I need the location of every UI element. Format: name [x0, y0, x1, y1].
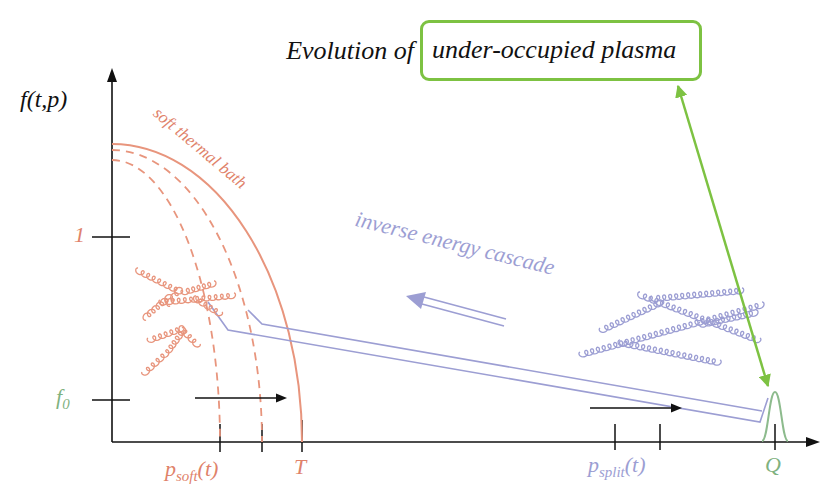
- shift-arrow: [590, 407, 673, 409]
- shift-arrow: [195, 397, 278, 399]
- cascade-arrow: [422, 304, 504, 326]
- initial-peak: [762, 392, 788, 441]
- cascade-line: [208, 302, 768, 422]
- title-text: Evolution of: [286, 36, 414, 65]
- highlight-text: under-occupied plasma: [432, 35, 677, 65]
- tick: [774, 424, 776, 450]
- arrowhead: [406, 292, 426, 309]
- tick-label: f0: [56, 384, 70, 413]
- arrowhead: [276, 394, 287, 403]
- arrowhead: [671, 404, 682, 413]
- tick-label: psoft(t): [165, 456, 218, 485]
- leader-line: [678, 86, 768, 386]
- gluon-coil: [194, 296, 223, 316]
- highlight-box: under-occupied plasma: [420, 20, 702, 81]
- axis-label: f(t,p): [20, 86, 67, 112]
- tick-label: (t): [198, 456, 219, 481]
- x-axis: [112, 441, 808, 443]
- curve-label: soft thermal bath: [149, 103, 251, 193]
- cascade-label: inverse energy cascade: [353, 206, 557, 280]
- tick-label: f: [56, 384, 62, 409]
- gluon-coil: [579, 322, 692, 357]
- axis-label: f(t,p): [20, 86, 67, 114]
- tick: [659, 424, 661, 450]
- tick: [614, 424, 616, 450]
- tick: [92, 236, 130, 238]
- gluon-coil: [618, 340, 721, 365]
- gluon-coil: [689, 302, 764, 327]
- gluon-coil: [166, 327, 186, 352]
- cascade-line: [248, 310, 762, 411]
- tick-label: Q: [765, 452, 781, 477]
- tick: [92, 399, 130, 401]
- gluon-coil: [181, 281, 216, 295]
- gluon-coil: [599, 300, 662, 332]
- tick-label: Q: [765, 452, 781, 477]
- tick: [219, 424, 221, 452]
- axis-arrowhead: [107, 68, 117, 82]
- tick-label: T: [294, 454, 306, 479]
- tick-label: p: [165, 456, 176, 481]
- cascade-label: inverse energy cascade: [353, 206, 557, 280]
- gluon-coil: [651, 288, 744, 301]
- y-axis: [111, 80, 113, 442]
- tick-label: p: [588, 452, 599, 477]
- tick-label: T: [294, 454, 306, 479]
- tick-label: (t): [625, 452, 646, 477]
- tick-label: 1: [74, 222, 85, 247]
- tick-label: 1: [74, 222, 85, 247]
- gluon-coil: [142, 350, 169, 375]
- tick-label: soft: [176, 468, 198, 484]
- tick-label: split: [599, 464, 625, 480]
- thermal-curve: [112, 144, 302, 442]
- axis-arrowhead: [806, 437, 820, 447]
- tick-label: psplit(t): [588, 452, 646, 481]
- tick-label: 0: [62, 396, 69, 412]
- gluon-coil: [143, 295, 172, 321]
- title-text: Evolution of: [286, 36, 414, 66]
